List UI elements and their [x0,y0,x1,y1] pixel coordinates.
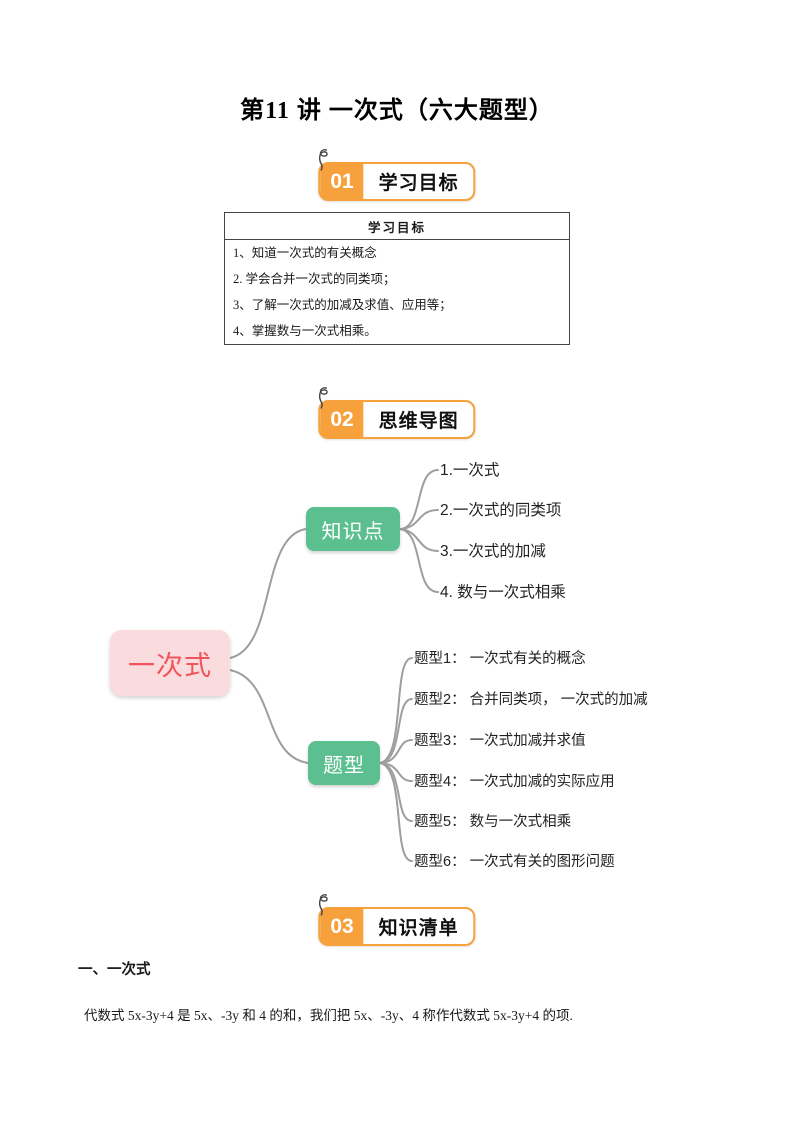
mindmap-item: 1.一次式 [440,462,500,479]
section-badge-03: 03 知识清单 [318,894,476,946]
section-badge-02: 02 思维导图 [318,387,476,439]
mindmap-item: 题型2： 合并同类项， 一次式的加减 [414,692,648,708]
section-label: 学习目标 [378,173,459,194]
mindmap-item: 题型1： 一次式有关的概念 [414,651,586,667]
ribbon-icon [318,387,328,409]
goals-table-row: 3、了解一次式的加减及求值、应用等； [233,298,452,312]
section-number: 01 [320,164,364,199]
branch-types-node: 题型 [308,741,380,785]
mindmap-item: 题型4： 一次式加减的实际应用 [414,774,615,790]
mindmap-item: 题型6： 一次式有关的图形问题 [414,854,615,870]
section-number: 02 [320,402,364,437]
section-badge-01: 01 学习目标 [318,149,476,201]
section-label: 思维导图 [378,411,459,432]
mindmap-item: 题型3： 一次式加减并求值 [414,733,586,749]
mindmap-item: 3.一次式的加减 [440,543,546,560]
ribbon-icon [318,149,328,171]
branch-knowledge-node: 知识点 [306,507,400,551]
goals-table-row: 4、掌握数与一次式相乘。 [233,324,377,338]
mindmap-root-node: 一次式 [110,630,230,696]
section-label: 知识清单 [378,918,459,939]
goals-table: 学习目标 1、知道一次式的有关概念 2. 学会合并一次式的同类项； 3、了解一次… [224,212,570,345]
mindmap-item: 4. 数与一次式相乘 [440,584,566,601]
goals-table-row: 1、知道一次式的有关概念 [233,246,377,260]
mindmap-item: 2.一次式的同类项 [440,502,562,519]
goals-table-row: 2. 学会合并一次式的同类项； [233,272,396,286]
knowledge-paragraph: 代数式 5x-3y+4 是 5x、-3y 和 4 的和，我们把 5x、-3y、4… [84,1008,573,1023]
goals-table-header: 学习目标 [225,213,569,240]
ribbon-icon [318,894,328,916]
section-number: 03 [320,909,364,944]
mindmap-item: 题型5： 数与一次式相乘 [414,814,572,830]
page-title: 第11 讲 一次式（六大题型） [240,98,554,124]
knowledge-heading: 一、一次式 [78,962,151,978]
